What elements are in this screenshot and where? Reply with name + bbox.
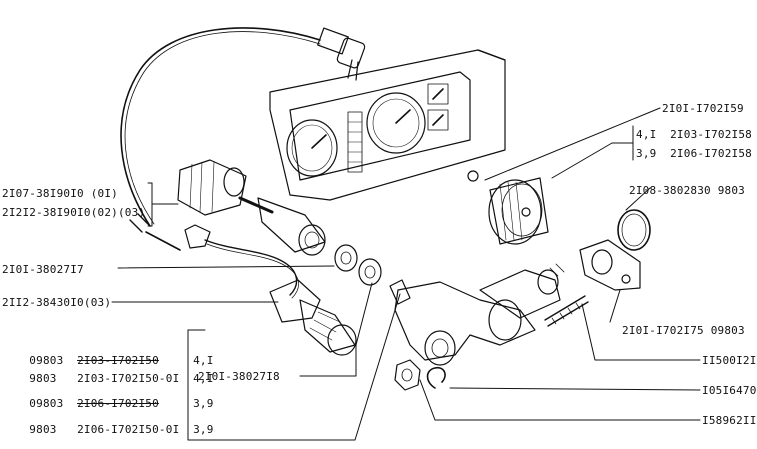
table-row: 09803 2I03-I702I50 4,I — [2, 341, 214, 380]
table-row: 9803 2I06-I702I50-0I 3,9 — [2, 410, 214, 449]
callout-plug: 2I0I-I702I59 — [662, 102, 744, 115]
callout-washer: 2I0I-38027I7 — [2, 263, 84, 276]
callout-gasket: 2I0I-I702I75 09803 — [622, 324, 745, 337]
row-ratio: 3,9 — [193, 397, 214, 410]
speedometer-cable — [120, 27, 366, 251]
instrument-cluster — [269, 49, 506, 201]
callout-nut: I58962II — [702, 414, 757, 427]
stud — [544, 295, 589, 327]
table-row: 9803 2I03-I702I50-0I 4,I — [2, 359, 214, 398]
row-part: 2I06-I702I50-0I — [77, 423, 180, 436]
callout-sensor: 2II2-38430I0(03) — [2, 296, 112, 309]
callout-cable-a: 2I07-38I90I0 (0I) — [2, 187, 118, 200]
callout-cable-b: 2I2I2-38I90I0(02)(03) — [2, 206, 146, 219]
speedometer-dial — [366, 92, 426, 154]
callout-drive-cap: 2I0I-38027I8 — [198, 370, 280, 383]
row-code: 9803 — [29, 372, 57, 385]
row-part: 2I06-I702I50 — [77, 397, 159, 410]
washer — [334, 244, 358, 272]
row-part: 2I03-I702I50-0I — [77, 372, 180, 385]
o-ring — [617, 209, 651, 251]
nut — [394, 359, 421, 391]
row-code: 09803 — [29, 354, 64, 367]
speed-sensor — [184, 224, 357, 356]
row-part: 2I03-I702I50 — [77, 354, 159, 367]
row-code: 09803 — [29, 397, 64, 410]
circlip — [426, 366, 446, 389]
callout-circlip: I05I6470 — [702, 384, 757, 397]
row-ratio: 4,I — [193, 372, 214, 385]
plug — [467, 170, 479, 182]
row-code: 9803 — [29, 423, 57, 436]
diagram-drawing — [111, 27, 701, 441]
callout-gear-41: 4,I 2I03-I702I58 — [636, 128, 752, 141]
row-ratio: 4,I — [193, 354, 214, 367]
table-row: 09803 2I06-I702I50 3,9 — [2, 384, 214, 423]
drive-housing — [389, 263, 565, 366]
speedometer-drive-exploded-diagram: 2I07-38I90I0 (0I) 2I2I2-38I90I0(02)(03) … — [2, 27, 757, 441]
leader-lines — [111, 107, 701, 441]
callout-oring: 2I08-3802830 9803 — [629, 184, 745, 197]
callout-stud: II500I2I — [702, 354, 757, 367]
tachometer-dial — [286, 119, 338, 177]
driven-gear — [488, 177, 549, 245]
callout-gear-39: 3,9 2I06-I702I58 — [636, 147, 752, 160]
drive-cap — [358, 258, 382, 286]
row-ratio: 3,9 — [193, 423, 214, 436]
cable-boot — [177, 159, 326, 256]
gasket — [579, 239, 641, 291]
